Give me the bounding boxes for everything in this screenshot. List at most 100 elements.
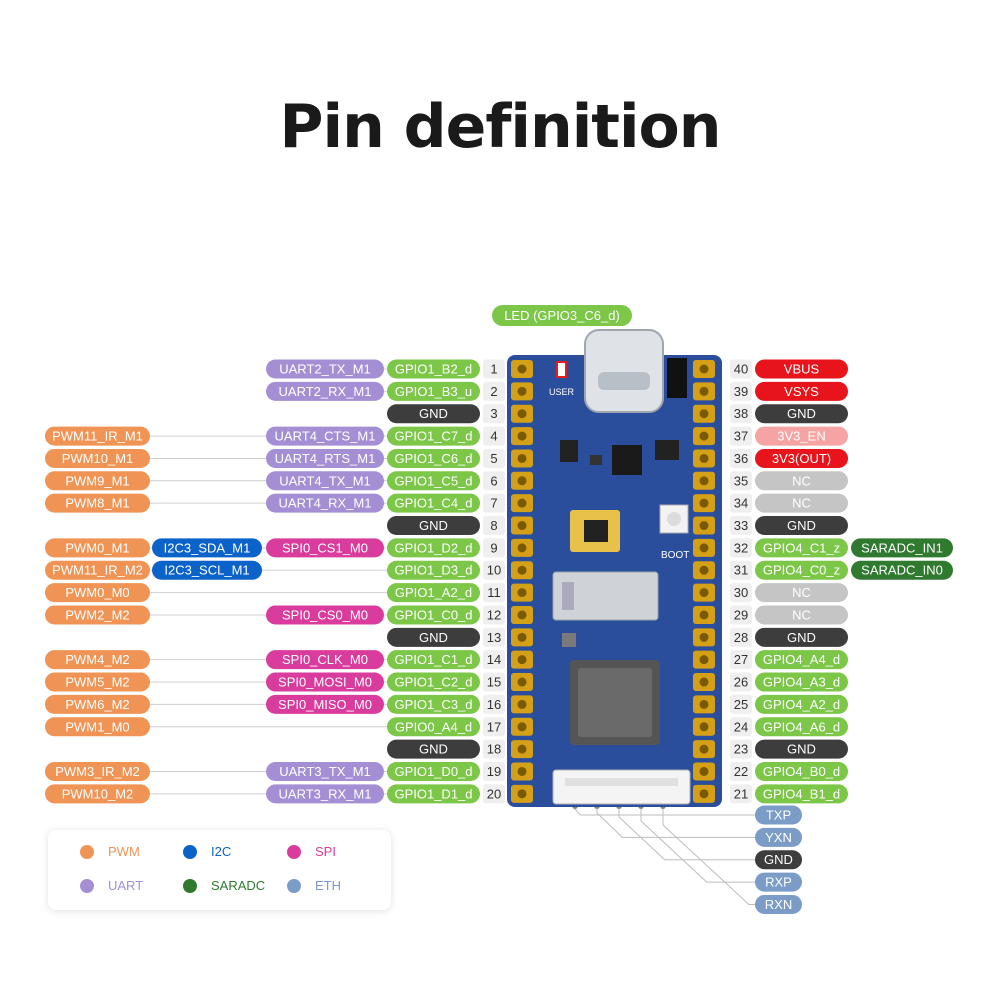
gpio-pill: GPIO1_C7_d [387, 426, 480, 446]
sd-card-slot [552, 571, 659, 621]
pwm-pill: PWM6_M2 [45, 694, 150, 714]
gnd-pill-text: GND [419, 742, 448, 757]
nc-pill-text: NC [792, 585, 811, 600]
nc-pill: NC [755, 605, 848, 625]
pin-number: 4 [483, 426, 505, 446]
nc-pill: NC [755, 471, 848, 491]
spi-pill-text: SPI0_MISO_M0 [278, 697, 372, 712]
pin-number: 29 [730, 605, 752, 625]
pin-number-text: 17 [487, 719, 501, 734]
header-pin [511, 605, 533, 624]
eth-pill: RXN [755, 894, 802, 914]
eth-pill: TXP [755, 805, 802, 825]
pin-number-text: 6 [490, 473, 497, 488]
pin-number: 22 [730, 761, 752, 781]
spi-pill: SPI0_MOSI_M0 [266, 672, 384, 692]
legend-item-i2c: I2C [183, 844, 231, 859]
pin-number-text: 9 [490, 540, 497, 555]
pwm-pill: PWM1_M0 [45, 717, 150, 737]
svg-text:LED (GPIO3_C6_d): LED (GPIO3_C6_d) [504, 308, 620, 323]
gpio-pill: GPIO1_D0_d [387, 761, 480, 781]
spi-pill: SPI0_CLK_M0 [266, 650, 384, 670]
header-pin [693, 605, 715, 624]
pin-number: 24 [730, 717, 752, 737]
gpio-pill: GPIO1_C3_d [387, 694, 480, 714]
boot-label: BOOT [661, 550, 689, 561]
gnd-pill-text: GND [787, 406, 816, 421]
eth-pin-row-YXN: YXN [755, 827, 802, 847]
gpio-pill: GPIO4_C1_z [755, 538, 848, 558]
power-pill: VBUS [755, 359, 848, 379]
header-pin [693, 561, 715, 580]
pin-number: 40 [730, 359, 752, 379]
gnd-pill: GND [387, 404, 480, 424]
legend-dot [183, 844, 197, 859]
uart-pill: UART4_TX_M1 [266, 471, 384, 491]
header-pin [693, 762, 715, 781]
header-pin [511, 382, 533, 401]
header-pin [693, 427, 715, 446]
header-pin [511, 494, 533, 513]
legend-item-eth: ETH [287, 878, 341, 893]
pwm-pill: PWM2_M2 [45, 605, 150, 625]
i2c-pill: I2C3_SDA_M1 [152, 538, 262, 558]
header-pin [511, 628, 533, 647]
pwm-pill: PWM4_M2 [45, 650, 150, 670]
gpio-pill-text: GPIO1_C2_d [394, 675, 472, 690]
pin-number-text: 14 [487, 652, 501, 667]
pin-number-text: 10 [487, 563, 501, 578]
gpio-pill: GPIO4_A2_d [755, 694, 848, 714]
pwm-pill: PWM0_M0 [45, 583, 150, 603]
pin-number-text: 8 [490, 518, 497, 533]
gpio-pill: GPIO1_D3_d [387, 560, 480, 580]
left-pin-group: 1GPIO1_B2_dUART2_TX_M12GPIO1_B3_uUART2_R… [45, 359, 533, 804]
gpio-pill-text: GPIO4_C0_z [763, 563, 840, 578]
header-pin [511, 360, 533, 378]
gnd-pill: GND [387, 627, 480, 647]
pin-number: 14 [483, 650, 505, 670]
pin-number-text: 32 [734, 540, 748, 555]
pwm-pill: PWM8_M1 [45, 493, 150, 513]
header-pin [693, 650, 715, 669]
pin-number: 17 [483, 717, 505, 737]
i2c-pill-text: I2C3_SCL_M1 [164, 563, 249, 578]
header-pin [693, 673, 715, 692]
header-pin [511, 404, 533, 423]
legend-label: SPI [315, 844, 336, 859]
gpio-pill-text: GPIO4_A6_d [763, 719, 840, 734]
gnd-pill-text: GND [764, 852, 793, 867]
uart-pill-text: UART4_TX_M1 [279, 473, 371, 488]
gpio-pill: GPIO1_C2_d [387, 672, 480, 692]
gpio-pill: GPIO1_D1_d [387, 784, 480, 804]
gpio-pill-text: GPIO1_C7_d [394, 429, 472, 444]
right-pin-row-24: 24 GPIO4_A6_d [693, 717, 848, 737]
pin-number-text: 30 [734, 585, 748, 600]
spi-pill-text: SPI0_CLK_M0 [282, 652, 368, 667]
header-pin [693, 471, 715, 490]
pin-number-text: 33 [734, 518, 748, 533]
pin-number: 8 [483, 516, 505, 536]
eth-leader-line [596, 804, 755, 838]
nc-pill-text: NC [792, 607, 811, 622]
eth-pill-text: TXP [766, 808, 791, 823]
board: USER BOOT [507, 329, 722, 807]
gnd-pill-text: GND [787, 518, 816, 533]
pwm-pill: PWM10_M2 [45, 784, 150, 804]
pwm-pill-text: PWM9_M1 [65, 473, 129, 488]
uart-pill-text: UART3_RX_M1 [279, 786, 372, 801]
spi-pill-text: SPI0_CS1_M0 [282, 540, 368, 555]
power-pill: 3V3(OUT) [755, 448, 848, 468]
header-pin [693, 494, 715, 513]
